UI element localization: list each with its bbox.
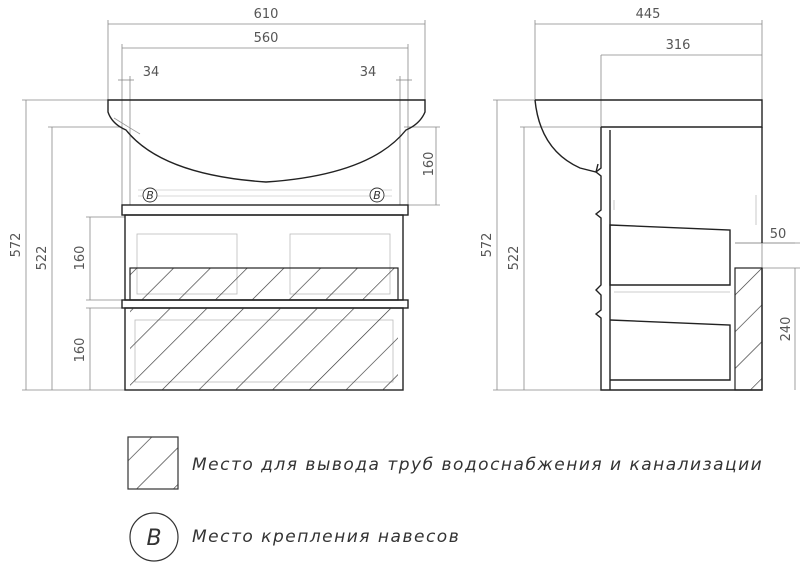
front-dim-body-height: 522 bbox=[35, 246, 50, 271]
front-dim-total-width: 610 bbox=[254, 7, 279, 22]
legend-hatch-row: Место для вывода труб водоснабжения и ка… bbox=[127, 436, 763, 490]
front-faint-frame bbox=[138, 189, 392, 197]
side-view: 445 316 572 522 50 240 bbox=[480, 7, 800, 391]
side-dim-recess-height: 240 bbox=[779, 317, 794, 342]
front-hatch-area-upper bbox=[129, 267, 399, 301]
front-dim-upper-drawer: 160 bbox=[73, 246, 88, 271]
front-dim-lower-drawer: 160 bbox=[73, 338, 88, 363]
legend-mount-symbol: B bbox=[146, 526, 161, 551]
side-cabinet bbox=[594, 127, 763, 391]
front-basin bbox=[107, 99, 426, 183]
svg-text:B: B bbox=[146, 189, 154, 202]
legend-hatch-label: Место для вывода труб водоснабжения и ка… bbox=[192, 455, 763, 475]
front-mount-marker-right: B bbox=[369, 187, 385, 203]
side-hatch-area bbox=[734, 267, 763, 391]
front-dim-basin-depth: 160 bbox=[422, 152, 437, 177]
side-dim-body-height: 522 bbox=[507, 246, 522, 271]
side-dim-total-depth: 445 bbox=[636, 7, 661, 22]
front-extension-lines bbox=[22, 20, 440, 391]
front-dim-total-height: 572 bbox=[9, 233, 24, 258]
side-dimension-lines bbox=[496, 23, 796, 390]
side-basin bbox=[534, 99, 763, 173]
legend-mount-symbol-circle bbox=[129, 512, 179, 562]
legend-mount-label: Место крепления навесов bbox=[192, 527, 460, 547]
svg-text:B: B bbox=[373, 189, 381, 202]
side-dim-recess-depth: 50 bbox=[770, 227, 787, 242]
side-faint-interior bbox=[613, 195, 757, 293]
front-hatch-area-lower bbox=[130, 308, 398, 390]
legend-hatch-swatch bbox=[127, 436, 179, 490]
legend-mount-row: B Место крепления навесов bbox=[129, 512, 460, 562]
front-dim-right-offset: 34 bbox=[360, 65, 377, 80]
front-dim-inner-width: 560 bbox=[254, 31, 279, 46]
front-dim-left-offset: 34 bbox=[143, 65, 160, 80]
front-mount-marker-left: B bbox=[142, 187, 158, 203]
side-dim-total-height: 572 bbox=[480, 233, 495, 258]
side-dim-body-depth: 316 bbox=[666, 38, 691, 53]
front-dimension-lines bbox=[25, 23, 437, 390]
front-view: 610 560 34 34 572 522 160 160 160 B B bbox=[9, 7, 440, 391]
